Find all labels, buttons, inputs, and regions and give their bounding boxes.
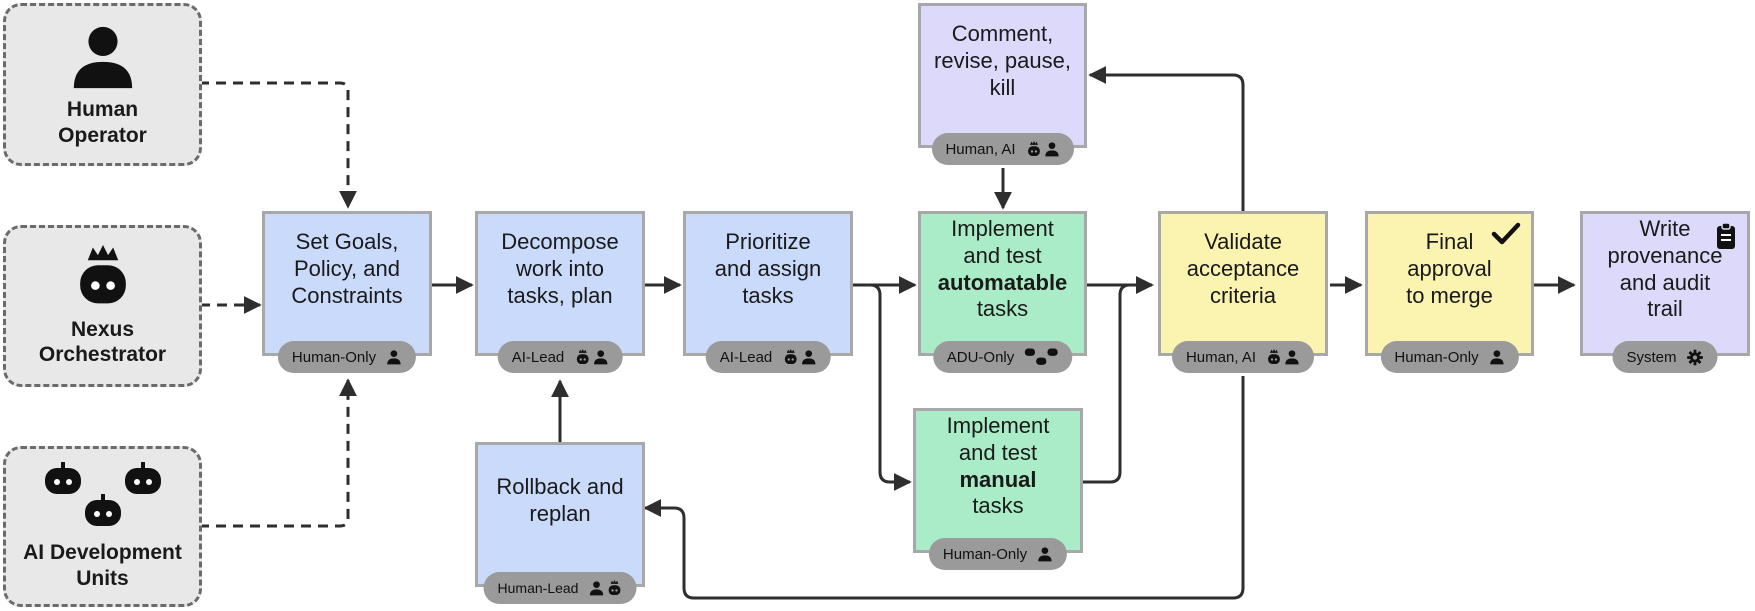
role-tag: ADU-Only <box>932 341 1073 373</box>
validate-to-rollback-arrow <box>643 376 1245 600</box>
adu-to-setgoals-connector <box>182 378 357 528</box>
person-icon <box>73 27 132 89</box>
person-icon <box>1038 547 1052 562</box>
role-tag: AI-Lead <box>497 341 623 373</box>
role-tag: Human-Only <box>1380 341 1519 373</box>
robot-icon <box>1268 348 1280 364</box>
crowned-robot-icon <box>79 244 126 304</box>
checkmark-icon <box>1491 222 1521 245</box>
manual-to-validate-arrow <box>1083 276 1154 484</box>
clipboard-icon <box>1717 222 1735 249</box>
person-icon <box>1044 142 1059 157</box>
robot-icon <box>784 348 797 364</box>
gear-icon <box>1687 349 1703 365</box>
person-icon <box>589 581 604 596</box>
role-tag: Human-Lead <box>483 572 637 604</box>
step-comment-revise: Comment,revise, pause,kill Human, AI <box>918 3 1087 165</box>
human-to-setgoals-connector <box>182 81 357 209</box>
robot-group-icon <box>44 462 161 527</box>
robot-icon <box>576 348 589 364</box>
person-icon <box>1285 350 1299 365</box>
role-tag: Human-Only <box>277 341 417 373</box>
prioritize-to-manual-arrow <box>853 283 912 491</box>
robot-icon <box>608 579 621 595</box>
person-icon <box>801 350 815 365</box>
robot-icon <box>1027 140 1040 156</box>
role-tag: System <box>1612 341 1718 373</box>
role-tag: Human, AI <box>1171 341 1315 373</box>
role-tag: Human-Only <box>928 538 1068 570</box>
person-icon <box>593 350 607 365</box>
role-tag: AI-Lead <box>705 341 831 373</box>
person-icon <box>387 350 401 365</box>
robot-group-icon <box>1024 348 1058 365</box>
person-icon <box>1489 350 1504 365</box>
validate-to-comment-arrow <box>1088 66 1245 211</box>
role-tag: Human, AI <box>931 133 1074 165</box>
